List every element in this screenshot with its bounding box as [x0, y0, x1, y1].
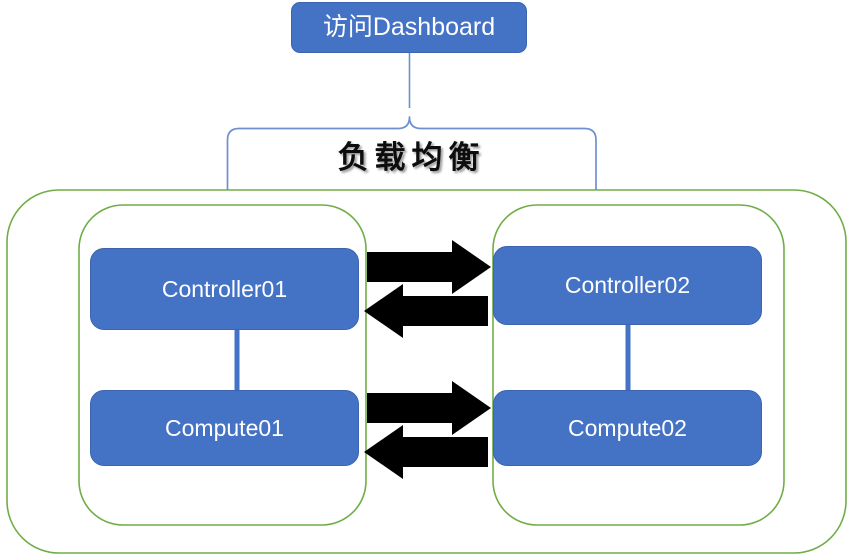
node-compute02-label: Compute02 — [568, 414, 687, 441]
arrow-compute02-to-compute01 — [364, 425, 488, 479]
load-balancer-label-text: 负载均衡 — [337, 139, 486, 175]
node-controller02-label: Controller02 — [564, 272, 691, 299]
load-balancer-brace — [226, 116, 597, 190]
node-compute01-label: Compute01 — [165, 414, 284, 441]
outer-cluster-container — [6, 189, 847, 554]
arrow-compute01-to-compute02 — [367, 381, 491, 435]
cluster-container-right — [492, 204, 785, 526]
node-controller01[interactable]: Controller01 — [90, 248, 359, 330]
load-balancer-label: 负载均衡 — [227, 128, 596, 180]
node-controller01-label: Controller01 — [161, 275, 288, 302]
arrow-controller02-to-controller01 — [364, 284, 488, 338]
node-dashboard-label: 访问Dashboard — [322, 13, 496, 42]
node-dashboard[interactable]: 访问Dashboard — [291, 2, 527, 53]
node-controller02[interactable]: Controller02 — [493, 246, 762, 325]
node-compute01[interactable]: Compute01 — [90, 390, 359, 466]
node-compute02[interactable]: Compute02 — [493, 390, 762, 466]
cluster-container-left — [78, 204, 367, 526]
arrow-controller01-to-controller02 — [367, 240, 491, 294]
